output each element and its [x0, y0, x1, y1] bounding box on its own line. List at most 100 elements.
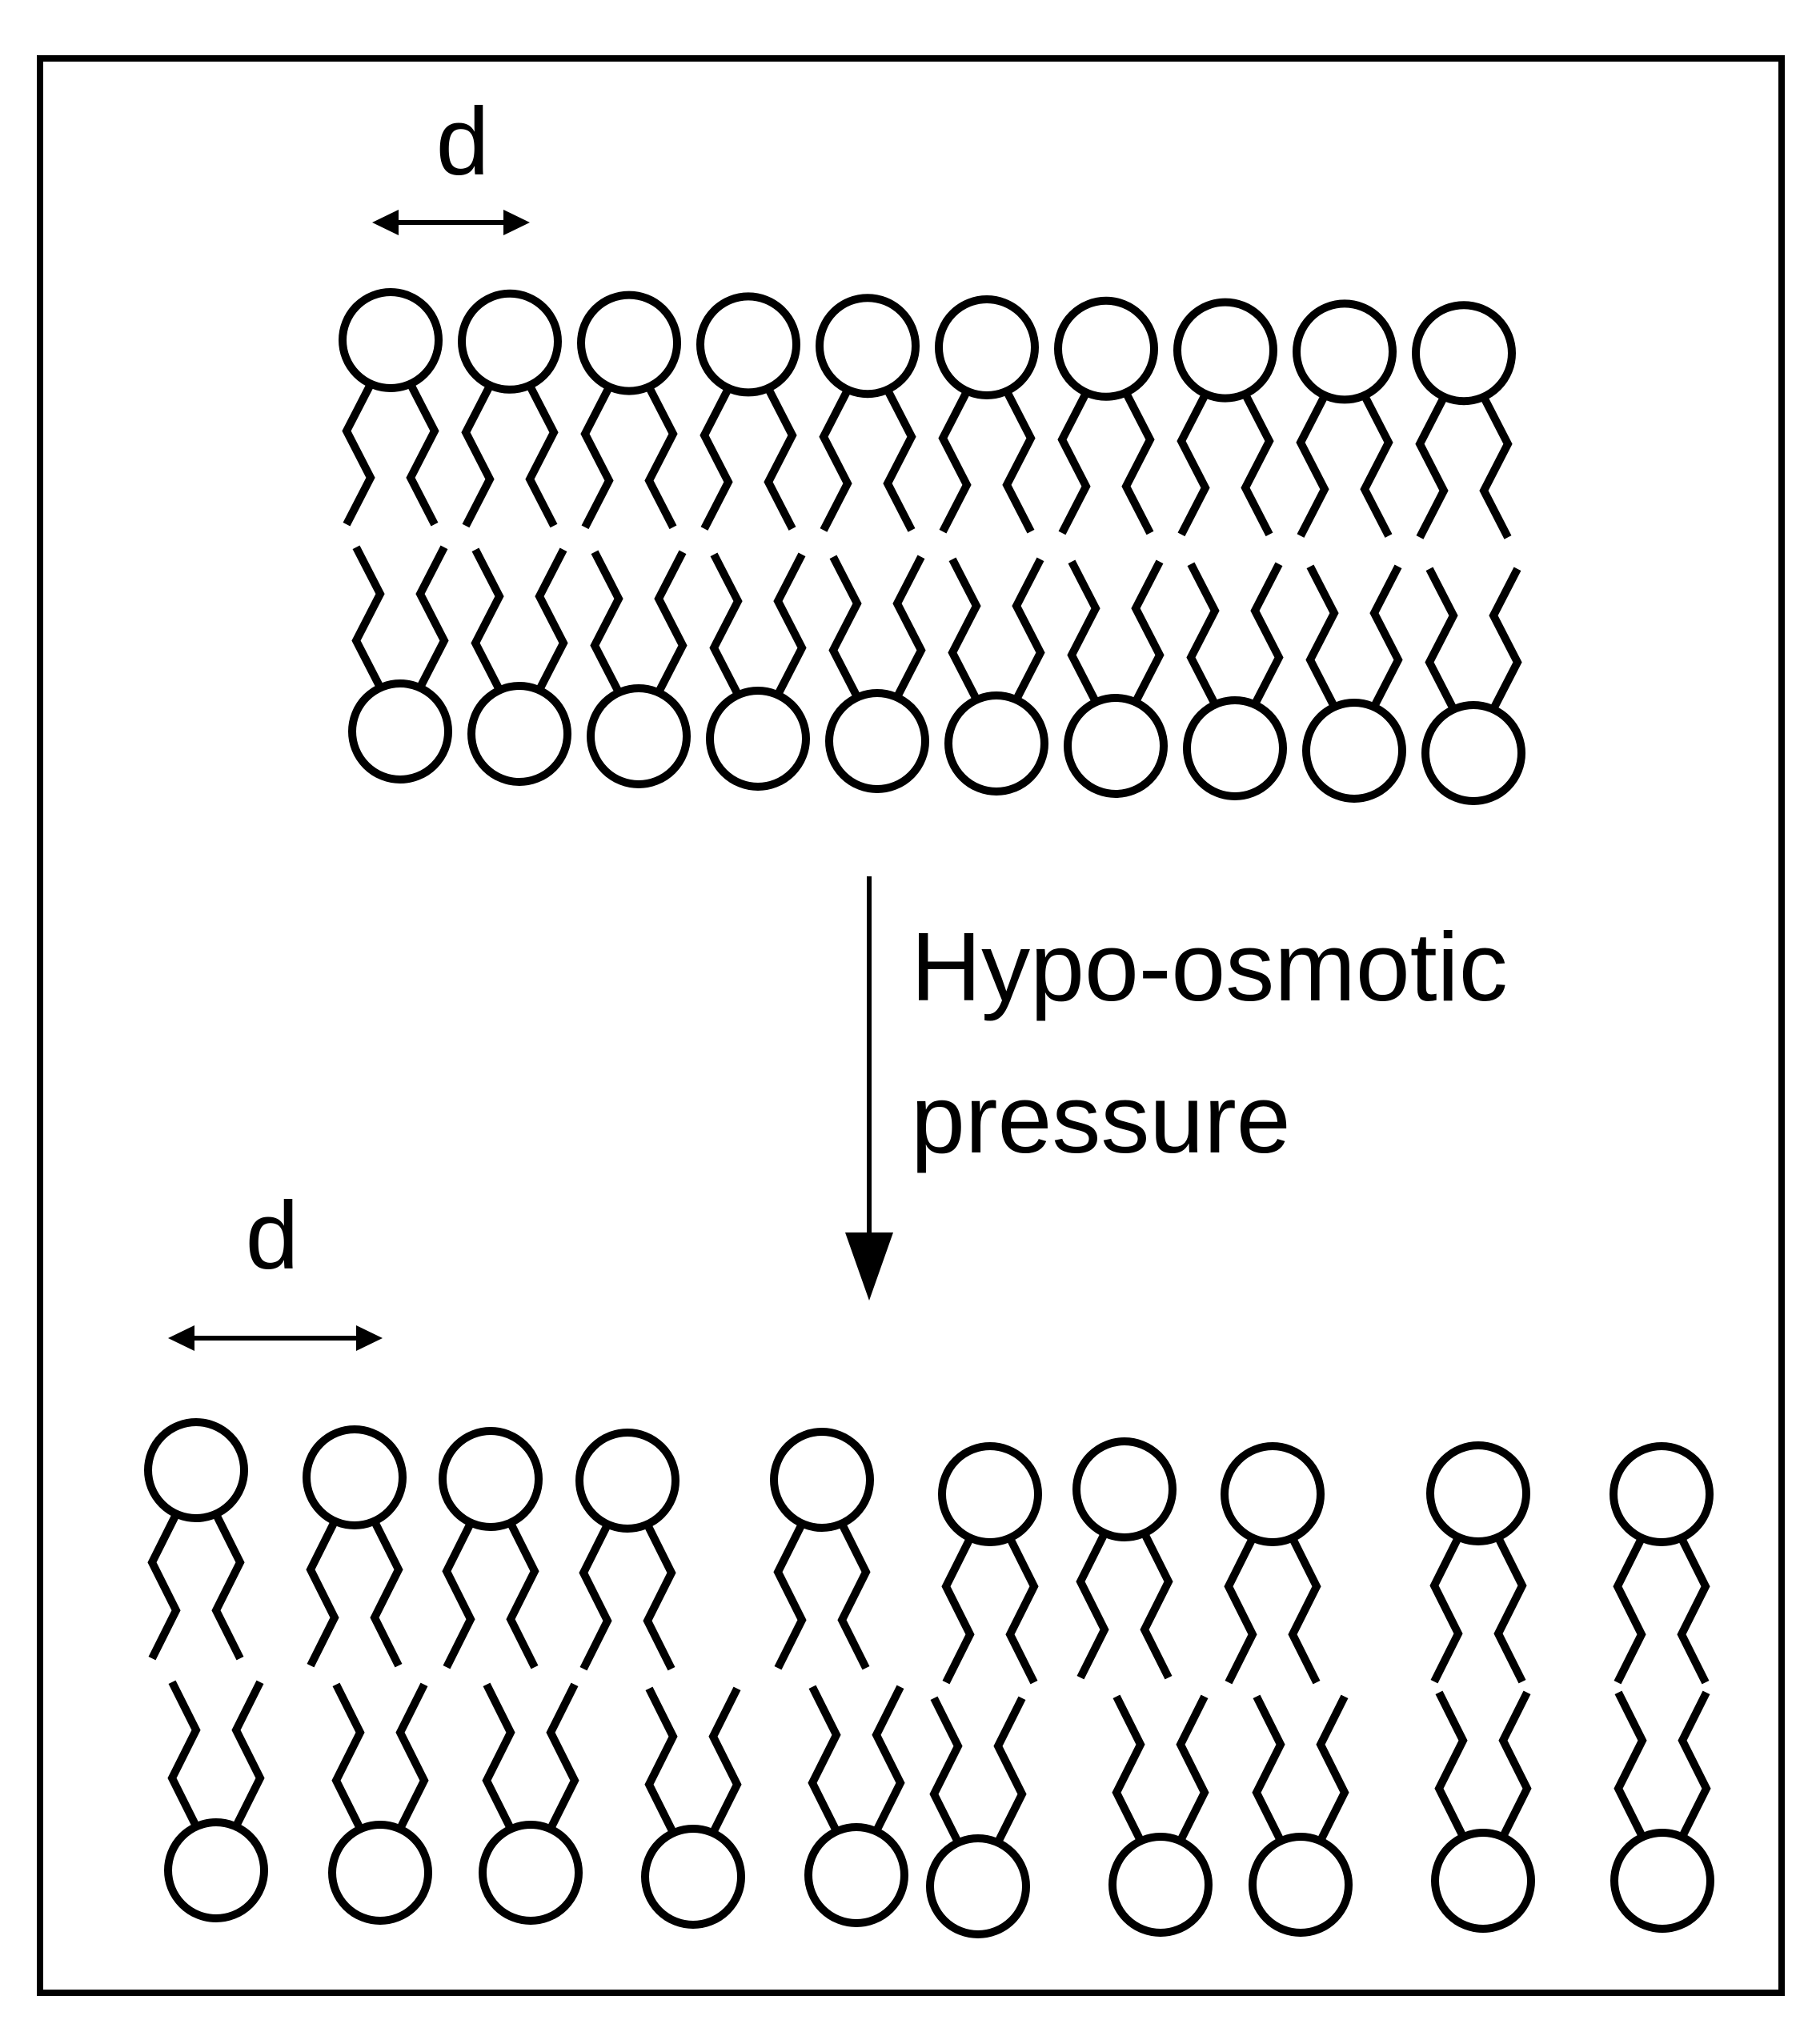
top-lower-lipid-5 — [944, 557, 1048, 796]
bottom-upper-lipid-head — [770, 1428, 874, 1532]
bottom-upper-lipid-tail — [370, 1519, 403, 1668]
bottom-upper-lipid-3 — [575, 1429, 679, 1671]
top-lower-lipid-0 — [348, 545, 452, 784]
bottom-lower-lipid-head — [1108, 1833, 1213, 1937]
top-upper-lipid-head — [816, 294, 920, 399]
top-lower-lipid-tail — [1250, 562, 1284, 707]
top-lower-lipid-head — [1421, 701, 1525, 805]
top-upper-lipid-tail — [342, 382, 375, 527]
bottom-upper-lipid-tail — [1429, 1535, 1463, 1684]
top-lower-lipid-tail — [1012, 557, 1045, 702]
top-upper-lipid-tail — [1177, 392, 1210, 537]
process-label: Hypo-osmotic pressure — [911, 912, 1535, 1173]
top-lower-lipid-head — [348, 679, 452, 784]
bottom-upper-lipid-tail — [1140, 1531, 1173, 1680]
top-upper-lipid-tail — [1296, 394, 1329, 538]
top-lower-lipid-tail — [351, 545, 385, 690]
top-upper-lipid-head — [696, 292, 800, 397]
top-lower-lipid-tail — [948, 557, 981, 702]
bottom-lower-lipid-tail — [1176, 1694, 1209, 1843]
top-lower-lipid-head — [1302, 699, 1406, 803]
bottom-lower-lipid-head — [804, 1823, 908, 1927]
bottom-upper-lipid-head — [1426, 1441, 1530, 1545]
bottom-lower-lipid-head — [1249, 1833, 1353, 1937]
bottom-upper-lipid-head — [439, 1427, 543, 1531]
bottom-upper-lipid-2 — [439, 1427, 543, 1669]
bottom-upper-lipid-0 — [144, 1418, 248, 1661]
top-upper-lipid-tail — [938, 389, 972, 534]
bottom-lower-lipid-tail — [331, 1682, 365, 1831]
bottom-lower-lipid-6 — [1108, 1694, 1213, 1937]
bottom-lower-lipid-head — [328, 1821, 432, 1925]
top-upper-lipid-5 — [935, 295, 1039, 534]
top-lower-lipid-tail — [590, 550, 623, 695]
bottom-lower-lipid-head — [641, 1825, 745, 1929]
top-lower-lipid-tail — [535, 547, 568, 692]
top-upper-lipid-tail — [580, 385, 614, 530]
bottom-lower-lipid-tail — [395, 1682, 429, 1831]
bottom-lower-lipid-tail — [1614, 1690, 1647, 1839]
bottom-lower-lipid-9 — [1610, 1690, 1714, 1933]
top-upper-lipid-tail — [1002, 389, 1036, 534]
top-upper-lipid-head — [935, 295, 1039, 399]
process-label-line-2: pressure — [911, 1064, 1291, 1173]
top-upper-lipid-6 — [1054, 296, 1158, 535]
top-upper-lipid-1 — [458, 289, 562, 528]
bottom-lower-lipid-1 — [328, 1682, 432, 1925]
top-upper-lipid-tail — [1121, 391, 1155, 535]
top-lower-lipid-tail — [471, 547, 504, 692]
bottom-lower-lipid-3 — [641, 1686, 745, 1929]
bottom-lower-lipid-tail — [167, 1680, 201, 1829]
bottom-lower-lipid-tail — [482, 1682, 515, 1831]
bottom-upper-lipid-tail — [1493, 1535, 1527, 1684]
top-lower-lipid-head — [706, 687, 810, 791]
top-lower-lipid-tail — [1425, 567, 1458, 711]
top-lower-lipid-tail — [709, 552, 743, 697]
bottom-upper-lipid-1 — [303, 1425, 407, 1668]
top-upper-lipid-tail — [1360, 394, 1393, 538]
bottom-lower-lipid-8 — [1431, 1690, 1535, 1933]
top-upper-lipid-4 — [816, 294, 920, 532]
bottom-lower-lipid-4 — [804, 1685, 908, 1927]
bottom-lower-lipid-tail — [1678, 1690, 1711, 1839]
top-lower-lipid-tail — [773, 552, 807, 697]
process-label-line-1: Hypo-osmotic — [911, 912, 1508, 1021]
bottom-spacing-label: d — [246, 1182, 299, 1289]
top-lower-lipid-tail — [1067, 559, 1100, 704]
top-lower-lipid-8 — [1302, 564, 1406, 803]
bottom-lower-lipid-0 — [164, 1680, 268, 1922]
bottom-upper-lipid-6 — [1072, 1437, 1177, 1680]
bottom-upper-lipid-head — [303, 1425, 407, 1529]
top-upper-lipid-tail — [644, 385, 678, 530]
top-upper-lipid-head — [1173, 298, 1277, 403]
bottom-upper-lipid-tail — [506, 1521, 539, 1669]
top-lower-lipid-head — [1183, 696, 1287, 800]
top-lower-lipid-2 — [587, 550, 691, 788]
top-upper-lipid-2 — [577, 291, 681, 530]
bottom-upper-lipid-tail — [306, 1519, 339, 1668]
bottom-upper-lipid-tail — [1076, 1531, 1109, 1680]
bottom-lower-lipid-tail — [872, 1685, 905, 1834]
bottom-upper-lipid-9 — [1610, 1442, 1714, 1685]
bottom-upper-lipid-tail — [1224, 1536, 1257, 1685]
bottom-lower-lipid-tail — [546, 1682, 579, 1831]
bottom-spacing-arrow-left-head — [168, 1325, 194, 1351]
top-upper-lipid-head — [458, 289, 562, 394]
top-lower-lipid-tail — [415, 545, 449, 690]
bottom-spacing-marker: d — [168, 1182, 383, 1351]
top-upper-lipid-7 — [1173, 298, 1277, 537]
bottom-lower-lipid-2 — [479, 1682, 583, 1925]
bottom-bilayer — [144, 1418, 1714, 1938]
top-lower-lipid-tail — [1186, 562, 1220, 707]
top-spacing-label: d — [436, 88, 490, 195]
bottom-lower-lipid-tail — [1252, 1694, 1285, 1843]
bottom-upper-lipid-head — [1072, 1437, 1177, 1541]
top-upper-lipid-head — [339, 288, 443, 392]
bottom-upper-lipid-head — [1610, 1442, 1714, 1546]
top-lower-lipid-4 — [825, 555, 929, 793]
top-lower-lipid-9 — [1421, 567, 1525, 805]
top-lower-lipid-head — [825, 689, 929, 793]
top-upper-lipid-tail — [525, 383, 559, 528]
top-lower-lipid-tail — [1131, 559, 1165, 704]
top-upper-lipid-8 — [1293, 299, 1397, 538]
